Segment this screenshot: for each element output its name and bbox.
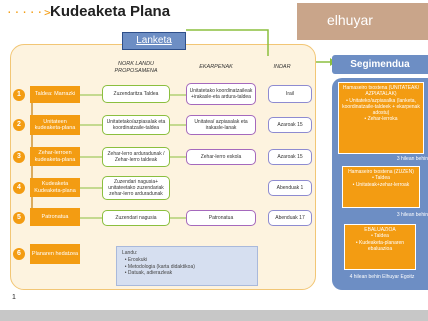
seg-card: Hamaseiro txostena (ZUZEN) • Taldea • Un…	[342, 166, 420, 208]
page-title: Kudeaketa Plana	[50, 3, 171, 20]
seg-card-item: • Zehar-lerroka	[364, 116, 398, 123]
ekarpenak-cell: Unitatetako koordinatzaileak +irakasle-e…	[186, 83, 256, 105]
step-label: Patronatua	[30, 208, 80, 226]
note-item: • Metodologia (karta didaktikoa)	[122, 263, 195, 270]
nork-cell: Zuzendari nagusia	[102, 210, 170, 226]
landu-note: Landu: • Eroskuki • Metodologia (karta d…	[116, 246, 258, 286]
nork-cell: Unitatetako/azpiasalak eta koordinatzail…	[102, 115, 170, 135]
seg-card-item: • Unitateak+zehar-lerroak	[352, 181, 410, 188]
nork-cell: Zuzendaritza Taldea	[102, 85, 170, 103]
step-label: Zehar-lerroen kudeaketa-plana	[30, 147, 80, 166]
indar-cell: Irail	[268, 85, 312, 103]
note-item: • Eroskuki	[122, 256, 148, 263]
title-arrow-icon: ·····>	[6, 6, 52, 19]
seg-gap-note: 3 hilean behin	[396, 212, 428, 218]
seg-card: Hamaseiro txostena (UNITATEAK/ AZPIATALA…	[338, 82, 424, 154]
page-number: 1	[12, 294, 16, 301]
step-label: Planaren hedatzea	[30, 244, 80, 264]
seg-gap-note: 3 hilean behin	[396, 156, 428, 162]
seg-card: EBALUAZIOA • Taldea • Kudeaketa-planaren…	[344, 224, 416, 270]
lanketa-title: Lanketa	[122, 32, 186, 50]
indar-cell: Azaroak 15	[268, 149, 312, 165]
seg-card-title: Hamaseiro txostena (ZUZEN)	[348, 169, 414, 175]
step-label: Unitateen kudeaketa-plana	[30, 115, 80, 135]
step-label: Kudeaketa Kudeaketa-plana	[30, 178, 80, 197]
note-item: • Datuak, adierazleak	[122, 270, 173, 277]
step-number: 2	[13, 119, 25, 131]
step-number: 4	[13, 182, 25, 194]
step-number: 3	[13, 151, 25, 163]
indar-cell: Abenduak 17	[268, 210, 312, 226]
nork-cell: Zehar-lerro arduradunak / Zehar-lerro ta…	[102, 147, 170, 167]
footer-bar	[0, 310, 428, 321]
step-number: 6	[13, 248, 25, 260]
seg-card-item: • Taldea	[371, 233, 389, 240]
step-number: 1	[13, 89, 25, 101]
indar-cell: Abenduak 1	[268, 180, 312, 196]
column-header-indar: INDAR	[273, 64, 291, 70]
ekarpenak-cell: Zehar-lerro eskola	[186, 149, 256, 165]
ekarpenak-cell: Unitatea/ azpiasalak eta irakasle-lanak	[186, 115, 256, 135]
ekarpenak-cell: Patronatua	[186, 210, 256, 226]
seg-card-title: Hamaseiro txostena (UNITATEAK/ AZPIATALA…	[342, 85, 420, 98]
seg-footer-note: 4 hilean behin Elhuyar Egoitz	[349, 274, 415, 280]
column-header-ekarpenak: EKARPENAK	[199, 64, 233, 70]
seg-card-item: • Kudeaketa-planaren ebaluazioa	[355, 239, 405, 252]
note-title: Landu:	[122, 250, 138, 256]
elhuyar-logo: elhuyar	[297, 3, 428, 40]
seg-card-title: EBALUAZIOA	[364, 227, 396, 233]
indar-cell: Azaroak 15	[268, 117, 312, 133]
step-number: 5	[13, 212, 25, 224]
nork-cell: Zuzendari nagusia+ unitateetako zuzendar…	[102, 176, 170, 200]
seg-card-item: • Unitateko/azpiasalka (lanketa, koordin…	[342, 97, 420, 117]
column-header-nork: NORK LANDU PROPOSAMENA	[114, 61, 158, 74]
seg-card-item: • Taldea	[372, 175, 390, 182]
segimendua-title: Segimendua	[332, 55, 428, 74]
step-label: Taldea: Marrazki	[30, 86, 80, 103]
